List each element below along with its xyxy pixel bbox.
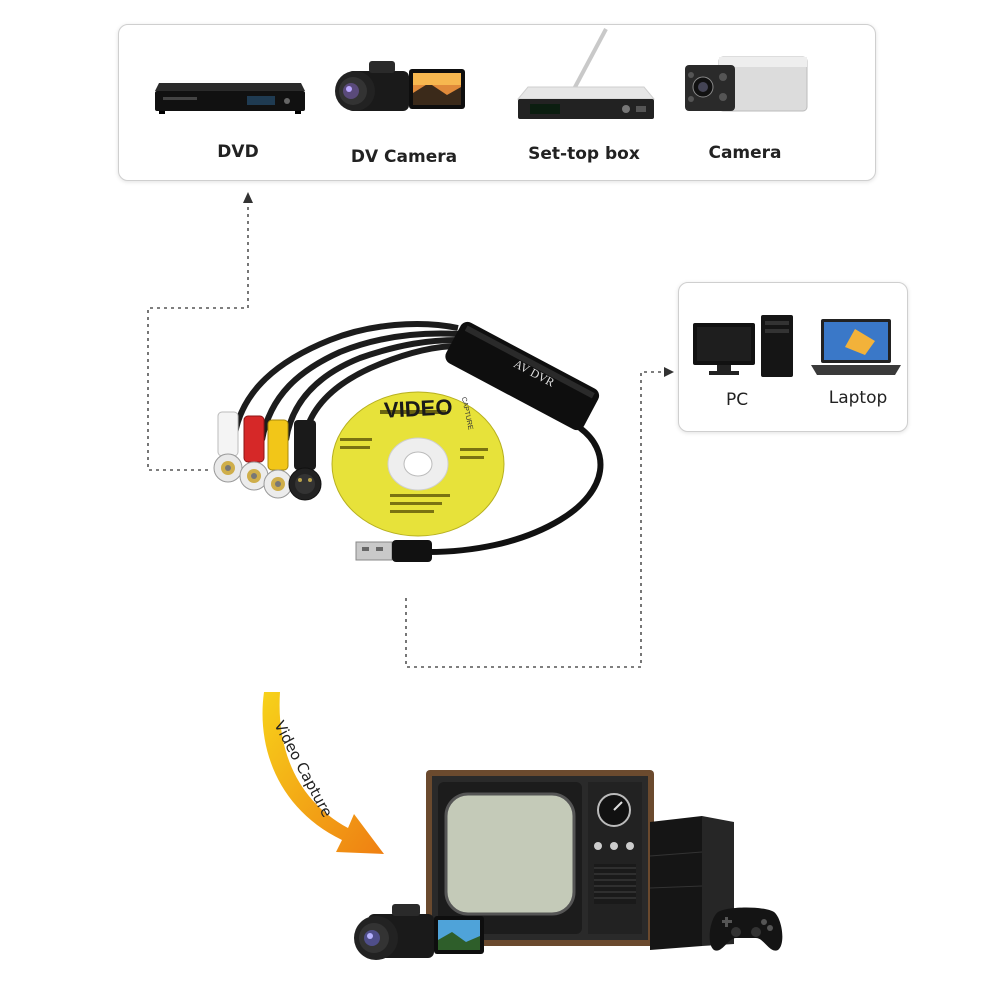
cables xyxy=(231,321,604,555)
capture-device: VIDEO CAPTURE AV DVR xyxy=(200,300,620,580)
target-label-laptop: Laptop xyxy=(828,388,888,408)
source-label-camera: Camera xyxy=(708,143,782,163)
dvd-player-icon xyxy=(155,83,305,114)
camcorder-bottom-icon xyxy=(354,904,484,960)
game-controller-icon xyxy=(709,907,783,951)
usb-plug xyxy=(355,540,432,562)
sources-panel: DVD DV Camera Set-top box Camera xyxy=(118,24,876,181)
laptop-icon xyxy=(811,319,901,375)
driver-disc xyxy=(331,391,505,537)
s-video-plug xyxy=(288,420,322,501)
retro-tv-icon xyxy=(426,770,654,946)
rca-yellow-plug xyxy=(263,419,293,499)
rca-red-plug xyxy=(239,415,269,491)
camcorder-icon xyxy=(335,61,465,111)
av-dvr-box xyxy=(445,321,600,431)
set-top-box-icon xyxy=(516,28,656,119)
source-label-set-top-box: Set-top box xyxy=(528,144,640,164)
desktop-pc-icon xyxy=(693,315,793,377)
security-camera-icon xyxy=(685,56,808,112)
rca-white-plug xyxy=(213,411,243,483)
target-label-pc: PC xyxy=(725,390,749,410)
source-label-dvd: DVD xyxy=(217,142,259,162)
targets-panel: PC Laptop xyxy=(678,282,908,432)
video-capture-arrow xyxy=(262,692,384,854)
source-label-dv-camera: DV Camera xyxy=(350,147,458,167)
